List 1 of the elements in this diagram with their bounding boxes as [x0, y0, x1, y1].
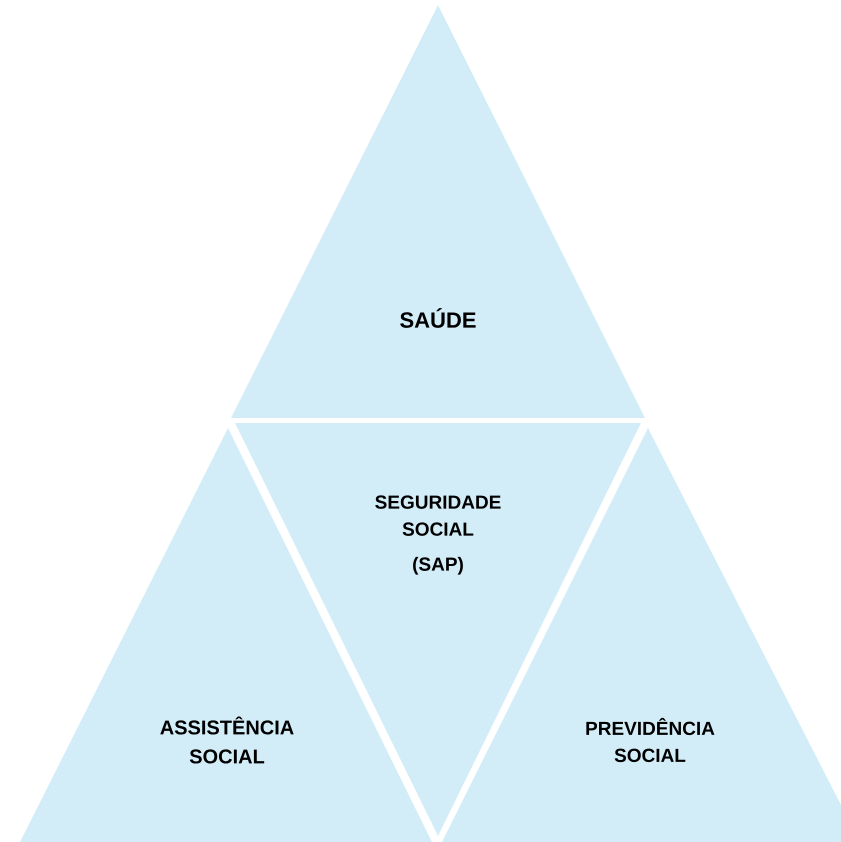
- triangle: SAÚDE: [231, 4, 645, 418]
